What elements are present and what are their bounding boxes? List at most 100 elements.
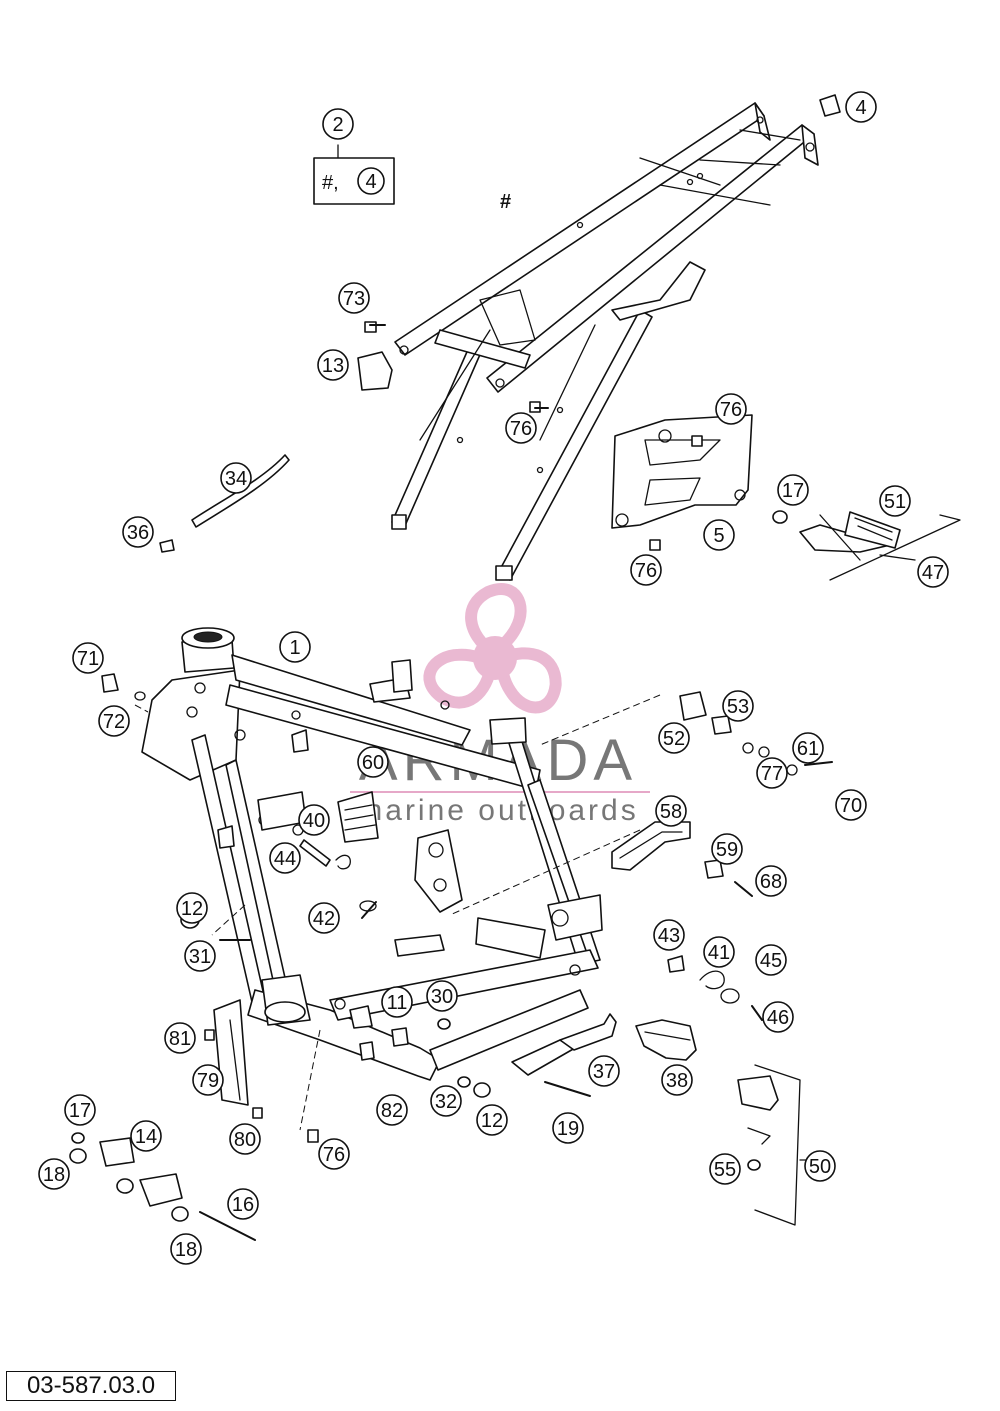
callout-number: 12: [181, 898, 203, 920]
callout-circle: [176, 892, 208, 924]
callout-circle: [722, 690, 754, 722]
callout-number: 4: [855, 97, 866, 119]
callout-circle: [755, 944, 787, 976]
callout-number: 5: [713, 525, 724, 547]
callout-circle: [122, 516, 154, 548]
callout-circle: [426, 980, 458, 1012]
callout-number: 46: [767, 1007, 789, 1029]
callout-circle: [879, 485, 911, 517]
callout-number: 77: [761, 763, 783, 785]
callout-circle: [588, 1055, 620, 1087]
exploded-view-guides: [134, 694, 661, 1131]
callout-circle: [170, 1233, 202, 1265]
callout-number: 45: [760, 950, 782, 972]
callout-circle: [381, 986, 413, 1018]
callout-circle: [298, 804, 330, 836]
callout-number: 53: [727, 696, 749, 718]
callout-number: 1: [289, 637, 300, 659]
callout-number: 80: [234, 1129, 256, 1151]
callout-circle: [804, 1150, 836, 1182]
callout-circle: [38, 1158, 70, 1190]
callout-circle: [192, 1064, 224, 1096]
callout-number: 17: [782, 480, 804, 502]
callout-number: 72: [103, 711, 125, 733]
callout-circle: [505, 412, 537, 444]
callout-circle: [130, 1120, 162, 1152]
callout-circle: [318, 1138, 350, 1170]
callout-number: 31: [189, 946, 211, 968]
callout-circle: [658, 722, 690, 754]
drawing-code: 03-587.03.0: [6, 1371, 176, 1401]
watermark-tagline: marine outboards: [357, 794, 638, 827]
callout-circle: [715, 393, 747, 425]
callout-number: 76: [323, 1144, 345, 1166]
callout-circle: [552, 1112, 584, 1144]
callout-circle: [227, 1188, 259, 1220]
callout-circle: [269, 842, 301, 874]
callout-number: 70: [840, 795, 862, 817]
legend-box: 2 #, 4: [313, 108, 395, 205]
callout-circle: [338, 282, 370, 314]
callout-number: 18: [175, 1239, 197, 1261]
callout-number: 38: [666, 1070, 688, 1092]
callout-circle: [777, 474, 809, 506]
callout-number: 19: [557, 1118, 579, 1140]
callout-circle: [64, 1094, 96, 1126]
callout-number: 16: [232, 1194, 254, 1216]
callout-circle: [357, 746, 389, 778]
callout-circle: [709, 1153, 741, 1185]
callout-number: 76: [635, 560, 657, 582]
callout-circle: [430, 1085, 462, 1117]
callout-number: 37: [593, 1061, 615, 1083]
callout-number: 44: [274, 848, 296, 870]
callout-circle: [164, 1022, 196, 1054]
callout-circle: [317, 349, 349, 381]
callout-circle: [229, 1123, 261, 1155]
callout-circle: [72, 642, 104, 674]
callout-number: 30: [431, 986, 453, 1008]
callout-circle: [661, 1064, 693, 1096]
callout-number: 76: [510, 418, 532, 440]
callout-circle: [792, 732, 824, 764]
callout-number: 32: [435, 1091, 457, 1113]
callout-number: 11: [387, 992, 408, 1014]
callout-number: 34: [225, 468, 247, 490]
callout-number: 59: [716, 839, 738, 861]
callout-number: 52: [663, 728, 685, 750]
callout-circle: [917, 556, 949, 588]
callout-number: 13: [322, 355, 344, 377]
callout-circle: [655, 795, 687, 827]
legend-contents-number: 4: [365, 171, 376, 193]
callout-circle: [653, 919, 685, 951]
callout-circle: [279, 631, 311, 663]
callout-number: 47: [922, 562, 944, 584]
callout-circle: [755, 865, 787, 897]
callout-circle: [835, 789, 867, 821]
callout-number: 41: [708, 942, 730, 964]
callout-number: 79: [197, 1070, 219, 1092]
callout-number: 12: [481, 1110, 503, 1132]
callout-number: 43: [658, 925, 680, 947]
callout-circle: [756, 757, 788, 789]
callout-circle: [703, 519, 735, 551]
callout-number: 76: [720, 399, 742, 421]
legend-contents-symbol: #,: [322, 172, 339, 194]
callout-number: 73: [343, 288, 365, 310]
callout-circle: [762, 1001, 794, 1033]
callout-number: 17: [69, 1100, 91, 1122]
callout-number: 68: [760, 871, 782, 893]
callout-number: 61: [797, 738, 819, 760]
callout-number: 18: [43, 1164, 65, 1186]
propeller-logo: [423, 583, 562, 714]
callout-circle: [845, 91, 877, 123]
small-parts: [69, 94, 901, 1241]
callout-circle: [630, 554, 662, 586]
main-frame: [141, 627, 603, 1081]
rear-subframe: [391, 102, 819, 581]
callout-number: 40: [303, 810, 325, 832]
callout-number: 42: [313, 908, 335, 930]
callout-circle: [476, 1104, 508, 1136]
subframe-marker: #: [500, 191, 511, 213]
